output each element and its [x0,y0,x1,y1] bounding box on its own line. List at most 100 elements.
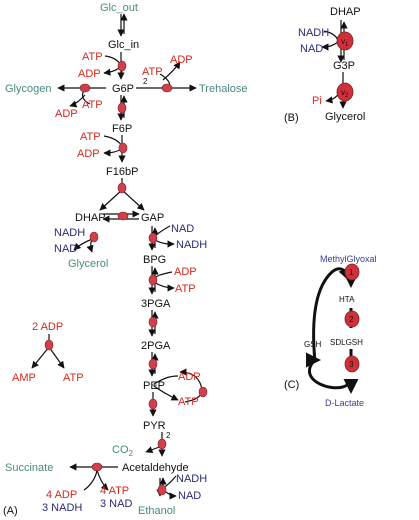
aldolase-to-gap [121,189,145,211]
label-gap: GAP [141,212,164,224]
cofactor-nad-gapdh: NAD [171,223,194,235]
label-b-g3p: G3P [333,60,355,72]
cofactor-nadh-gapdh: NADH [176,239,207,251]
enzyme-atpase [198,386,208,398]
label-d-lactate: D-Lactate [325,398,364,408]
label-succinate: Succinate [5,462,53,474]
enzyme-pgm [148,316,158,328]
cofactor-adp-pfk: ADP [77,148,100,160]
enzyme-pgi [117,102,127,114]
cofactor-two-adp: 2 ADP [32,321,63,333]
nadh-curve-gapdh [154,239,175,248]
cofactor-nad-adh: NAD [178,490,201,502]
gsh-release-arc [305,352,352,390]
cofactor-atp-pgk: ATP [175,283,196,295]
v2-label-main: v [341,88,345,97]
enzyme-enolase [148,358,158,370]
enzyme-v1 [336,31,354,51]
v1-label-sub: 1 [345,42,349,48]
enzyme-adh [157,484,167,496]
label-glycogen: Glycogen [5,83,51,95]
label-co2-main: CO [112,444,129,456]
cofactor-nadh-adh: NADH [176,473,207,485]
cofactor-atp-adk: ATP [63,372,84,384]
cofactor-nad-glycerol: NAD [54,243,77,255]
label-methylglyoxal: MethylGlyoxal [320,254,377,264]
cofactor-three-nadh: 3 NADH [42,502,82,514]
label-b-glycerol: Glycerol [325,111,365,123]
label-bpg: BPG [143,254,166,266]
adk-to-atp [48,346,65,369]
panel-a-label: (A) [3,505,18,517]
stoich-trehalose: 2 [143,77,148,86]
enzyme-glyoxalase-3 [344,355,360,373]
label-trehalose: Trehalose [199,83,248,95]
cofactor-four-atp: 4 ATP [100,485,129,497]
enzyme-trehalose [161,83,173,93]
cofactor-atp-trehalose: ATP [142,66,163,78]
aldolase-to-dhap [99,189,123,211]
enzyme-adenylate-kinase [44,339,54,351]
label-ethanol: Ethanol [138,505,175,517]
panel-a: Glc_out Glc_in G6P F6P F16bP DHAP GAP BP… [3,2,248,517]
label-b-pi: Pi [312,95,322,107]
label-co2: CO2 [112,444,134,458]
adk-to-amp [31,346,50,369]
enzyme-pfk [118,142,128,154]
enzyme-glyoxalase-1 [344,263,360,281]
enzyme-g3pdh [89,231,99,243]
label-glc-in: Glc_in [108,39,139,51]
label-f16bp: F16bP [106,166,138,178]
enzyme-1-number: 1 [349,268,354,277]
atp-curve-pk [153,385,179,401]
cofactor-atp-pk: ATP [178,396,199,408]
label-glycerol: Glycerol [68,258,108,270]
enzyme-aldolase [117,182,127,194]
enzyme-gapdh [148,232,158,244]
enzyme-pdc [157,438,167,450]
enzyme-succinate [91,462,103,472]
enzyme-pyruvate-kinase [148,398,158,410]
cofactor-adp-pgk: ADP [174,266,197,278]
panel-b-label: (B) [284,112,299,124]
label-b-dhap: DHAP [330,6,361,18]
label-3pga: 3PGA [141,298,171,310]
cofactor-nadh-glycerol: NADH [54,227,85,239]
atp-curve-succinate [96,469,109,491]
label-pep: PEP [143,380,165,392]
cofactor-three-nad: 3 NAD [100,498,132,510]
panel-c-label: (C) [284,379,299,391]
panel-b: v1 v2 DHAP NADH NAD G3P Pi Glycerol (B) [284,6,365,124]
label-b-nad: NAD [300,43,323,55]
cofactor-four-adp: 4 ADP [46,489,77,501]
label-pyr: PYR [143,420,166,432]
label-glc-out: Glc_out [100,2,138,14]
enzyme-hexokinase [117,60,127,72]
cofactor-amp: AMP [12,372,36,384]
nad-curve-v1 [321,41,339,51]
label-gsh: GSH [304,340,322,349]
stoich-pyr: 2 [166,431,171,440]
label-hta: HTA [339,295,355,304]
enzyme-3-number: 3 [349,360,354,369]
v1-label: v1 [341,37,349,48]
enzyme-v2 [336,82,354,102]
cofactor-atp-pfk: ATP [80,131,101,143]
adp-curve-succinate [83,469,98,491]
enzyme-tpi [117,211,129,221]
enzyme-glycogen [79,83,91,93]
cofactor-atp-hk: ATP [82,51,103,63]
label-g6p: G6P [112,83,134,95]
cofactor-adp-hk: ADP [78,68,101,80]
cofactor-adp-glycogen: ADP [55,108,78,120]
adp-curve-pk-loop [179,368,203,391]
cofactor-adp-trehalose: ADP [170,54,193,66]
label-dhap: DHAP [75,212,106,224]
atp-curve-pgk [153,281,175,292]
enzyme-2-number: 2 [349,315,354,324]
label-sdlgsh: SDLGSH [330,338,363,347]
label-b-nadh: NADH [298,27,329,39]
cofactor-atp-glycogen: ATP [82,99,103,111]
